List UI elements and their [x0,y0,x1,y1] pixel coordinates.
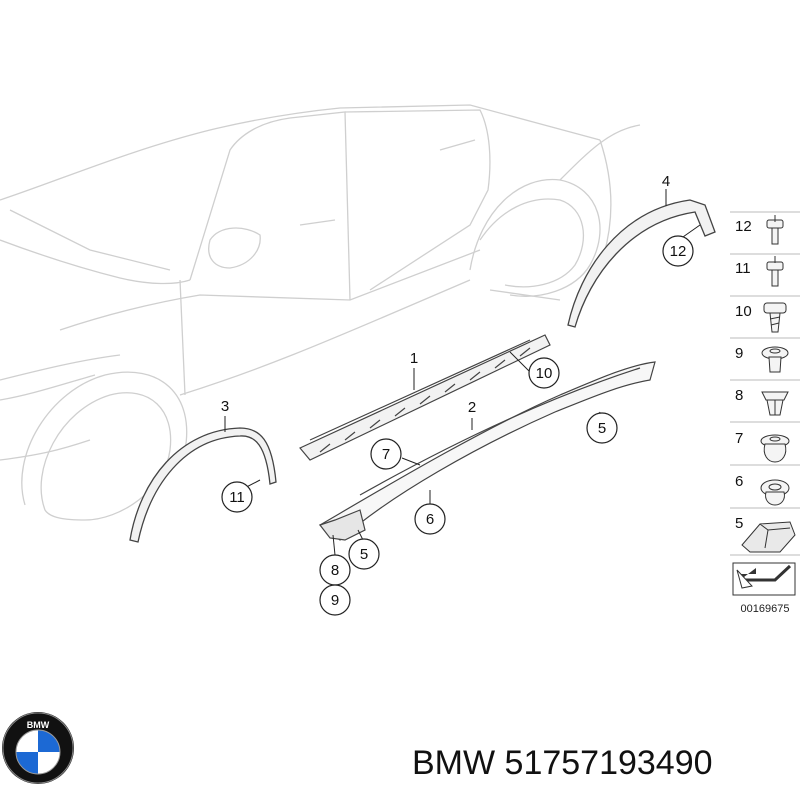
push-clip-icon [760,479,790,506]
legend-label: 12 [735,218,752,235]
legend-label: 5 [735,515,743,532]
legend-label: 11 [735,260,751,277]
callout-circle: 12 [662,235,694,267]
legend-label: 8 [735,387,743,404]
legend-label: 10 [735,303,752,320]
callout-circle: 7 [370,438,402,470]
callout-circle: 5 [348,538,380,570]
part-2-rocker-trim [318,361,656,541]
part-4-rear-arch-trim [567,199,716,328]
expansion-clip-icon [761,346,789,373]
callout-label: 3 [221,398,229,415]
callout-circle: 9 [319,584,351,616]
legend-label: 9 [735,345,743,362]
direction-arrow-icon [732,562,796,596]
callout-circle: 11 [221,481,253,513]
rivet-icon [766,215,784,245]
expansion-clip-icon [761,391,789,416]
push-clip-icon [760,434,790,463]
svg-text:5: 5 [598,420,606,437]
holder-icon [741,521,796,553]
svg-text:9: 9 [331,592,339,609]
svg-text:10: 10 [536,365,553,382]
part-3-front-arch-trim [129,427,277,543]
part-number-title: BMW 51757193490 [412,744,713,782]
legend-label: 7 [735,430,743,447]
svg-text:8: 8 [331,562,339,579]
callout-label: 2 [468,399,476,416]
svg-text:BMW: BMW [27,720,50,730]
svg-text:11: 11 [229,489,245,506]
callout-circle: 5 [586,412,618,444]
svg-text:7: 7 [382,446,390,463]
callout-label: 4 [662,173,670,190]
bmw-logo: BMW [2,712,74,784]
callout-circle: 10 [528,357,560,389]
screw-icon [763,302,787,333]
rivet-icon [766,256,784,287]
callout-circle: 6 [414,503,446,535]
svg-text:6: 6 [426,511,434,528]
svg-text:12: 12 [670,243,687,260]
svg-text:5: 5 [360,546,368,563]
fastener-legend: 12 11 10 9 8 7 6 5 [730,211,800,615]
legend-label: 6 [735,473,743,490]
callout-label: 1 [410,350,418,367]
callout-circle: 8 [319,554,351,586]
car-body-outline [0,104,641,521]
diagram-reference-number: 00169675 [741,603,790,615]
part-1-sill-rail [299,334,551,461]
